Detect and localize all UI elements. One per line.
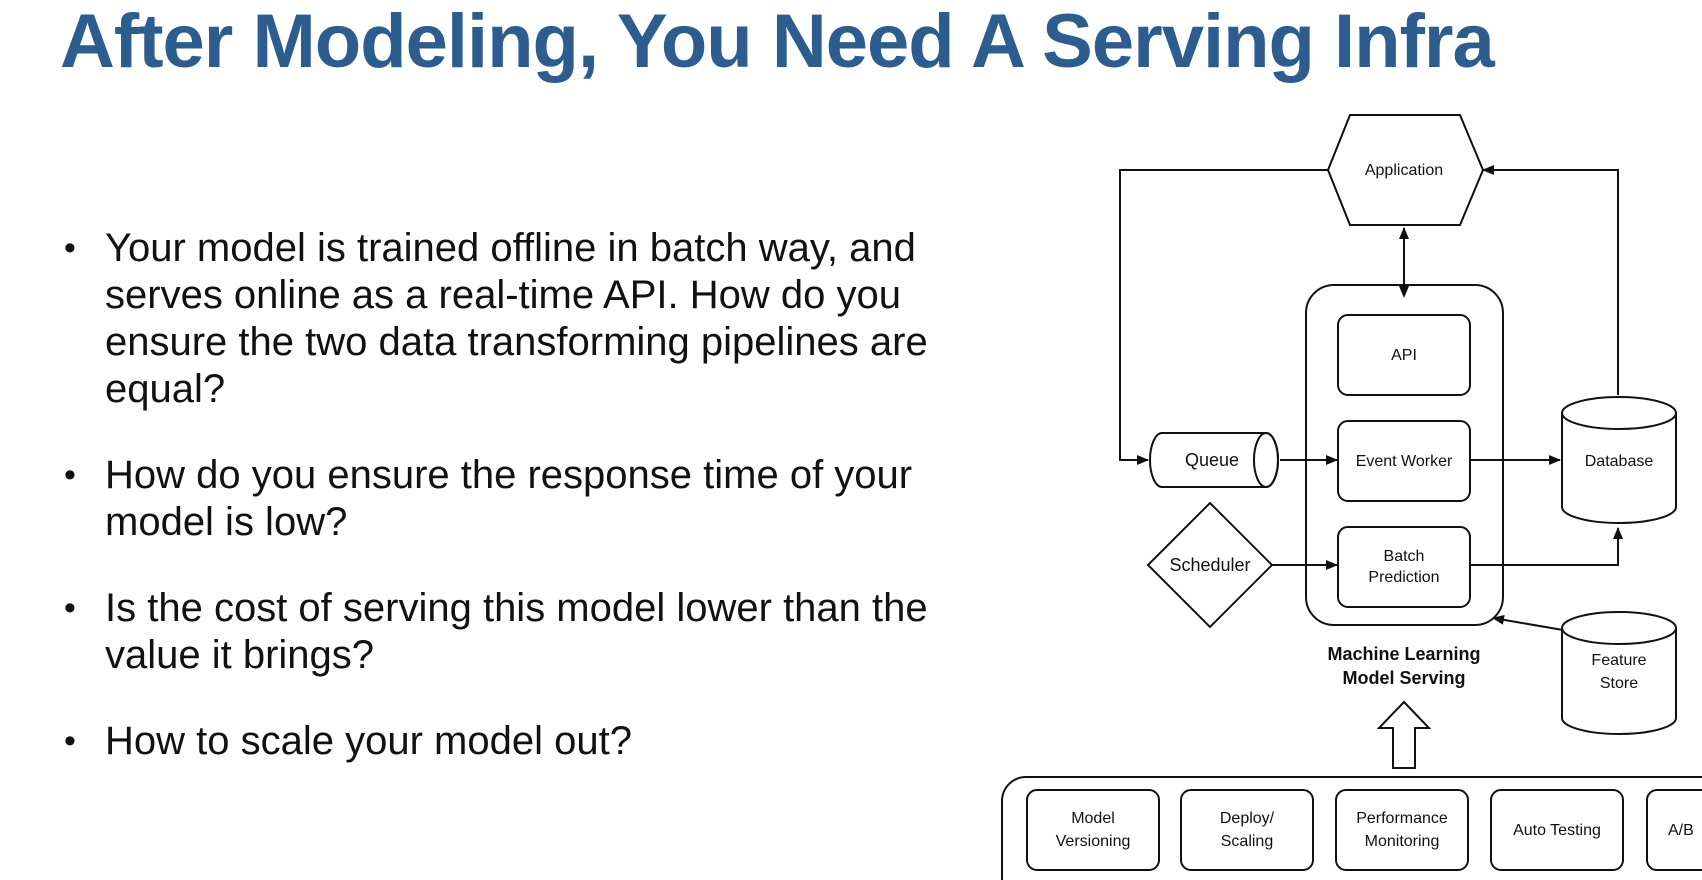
bullet-item: • Is the cost of serving this model lower…: [60, 585, 960, 679]
model-serving-container: [1305, 284, 1504, 626]
bullet-text: How to scale your model out?: [105, 719, 632, 763]
feature-store-label-2: Store: [1600, 675, 1638, 692]
component-performance-monitoring: Performance Monitoring: [1335, 789, 1469, 871]
component-label: Scaling: [1221, 833, 1273, 850]
component-label: Versioning: [1056, 833, 1131, 850]
event-worker-node: Event Worker: [1337, 420, 1471, 502]
component-ab: A/B: [1646, 789, 1702, 871]
feature-store-node: Feature Store: [1561, 611, 1677, 735]
application-node: Application: [1326, 114, 1485, 226]
application-label: Application: [1365, 162, 1443, 179]
component-deploy-scaling: Deploy/ Scaling: [1180, 789, 1314, 871]
scheduler-label: Scheduler: [1169, 555, 1250, 575]
event-worker-label: Event Worker: [1356, 453, 1453, 470]
serving-label-1: Machine Learning: [1327, 644, 1480, 664]
application-to-queue-arrow: [1119, 169, 1328, 465]
batch-to-database-arrow: [1470, 527, 1623, 566]
bullet-item: • How to scale your model out?: [60, 718, 960, 765]
connectors: [1119, 165, 1623, 631]
serving-label-2: Model Serving: [1342, 668, 1465, 688]
component-label: A/B: [1668, 822, 1694, 839]
up-arrow-icon: [1376, 700, 1432, 769]
component-label: Performance: [1356, 810, 1448, 827]
slide-title: After Modeling, You Need A Serving Infra: [60, 0, 1495, 84]
scheduler-node: Scheduler: [1146, 501, 1274, 629]
component-label: Model: [1071, 810, 1115, 827]
component-model-versioning: Model Versioning: [1026, 789, 1160, 871]
bullet-item: • How do you ensure the response time of …: [60, 452, 960, 546]
queue-label: Queue: [1185, 450, 1239, 470]
component-label: Auto Testing: [1513, 822, 1601, 839]
batch-prediction-label-1: Batch: [1384, 548, 1425, 565]
bullet-text: Is the cost of serving this model lower …: [105, 586, 928, 677]
database-label: Database: [1585, 453, 1654, 470]
feature-store-to-serving-arrow: [1492, 614, 1564, 631]
api-node: API: [1337, 314, 1471, 396]
bullet-list: • Your model is trained offline in batch …: [60, 225, 960, 804]
api-label: API: [1391, 347, 1417, 364]
bullet-dot: •: [64, 456, 76, 494]
bullet-text: How do you ensure the response time of y…: [105, 453, 913, 544]
feature-store-label-1: Feature: [1591, 652, 1646, 669]
components-container: [1001, 776, 1702, 880]
batch-prediction-label-2: Prediction: [1368, 569, 1439, 586]
database-to-application-arrow: [1482, 165, 1619, 395]
database-node: Database: [1561, 396, 1677, 524]
component-label: Deploy/: [1220, 810, 1275, 827]
component-label: Monitoring: [1365, 833, 1440, 850]
bullet-text: Your model is trained offline in batch w…: [105, 226, 928, 411]
queue-node: Queue: [1149, 432, 1279, 488]
bullet-dot: •: [64, 722, 76, 760]
batch-prediction-node: Batch Prediction: [1337, 526, 1471, 608]
bullet-dot: •: [64, 229, 76, 267]
component-auto-testing: Auto Testing: [1490, 789, 1624, 871]
bullet-dot: •: [64, 589, 76, 627]
bullet-item: • Your model is trained offline in batch …: [60, 225, 960, 413]
